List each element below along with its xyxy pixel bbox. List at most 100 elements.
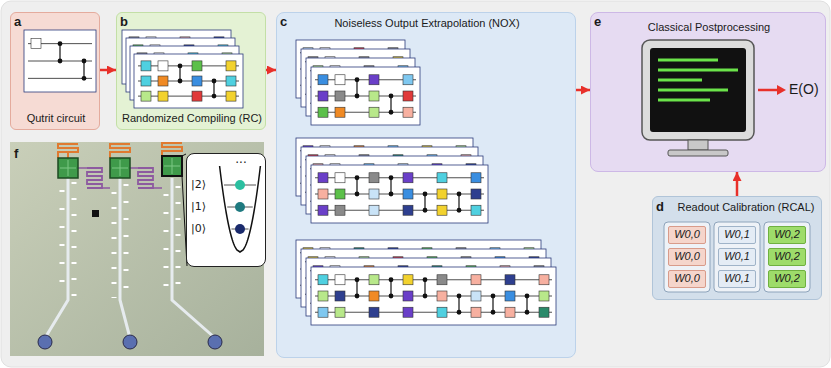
screen-line <box>658 79 702 82</box>
text-slot: W0,2 <box>769 271 805 287</box>
qutrit-wire <box>315 279 552 280</box>
gate <box>192 76 202 86</box>
gate <box>226 91 236 101</box>
gate <box>158 91 168 101</box>
stage-panel: Classical Postprocessing <box>590 12 826 172</box>
entangling-gate <box>424 194 425 210</box>
circuit-card <box>24 30 96 92</box>
entangling-gate <box>390 280 391 296</box>
circuit-card <box>311 165 488 223</box>
entangling-gate <box>458 296 459 312</box>
matrix-box: W0,2 <box>768 248 806 266</box>
gate <box>192 61 202 71</box>
text-slot: |2⟩ <box>191 178 221 191</box>
text-slot: Noiseless Output Extrapolation (NOX) <box>297 17 557 30</box>
control-dot <box>212 94 217 99</box>
matrix-label: W0,0 <box>674 228 700 241</box>
control-dot <box>389 294 394 299</box>
matrix-box: W0,0 <box>668 248 706 266</box>
control-dot <box>457 294 462 299</box>
control-dot <box>525 310 530 315</box>
control-dot <box>389 277 394 282</box>
gate <box>403 189 413 199</box>
text-slot: W0,1 <box>719 271 755 287</box>
gate <box>471 307 481 317</box>
control-dot <box>355 192 360 197</box>
control-dot <box>58 59 63 64</box>
control-dot <box>423 294 428 299</box>
gate <box>335 173 345 183</box>
text-slot: Classical Postprocessing <box>601 21 817 34</box>
control-dot <box>491 310 496 315</box>
control-dot <box>389 94 394 99</box>
monitor-base <box>668 150 728 156</box>
feed-line <box>45 178 68 338</box>
entangling-gate <box>424 280 425 296</box>
gate <box>318 107 328 117</box>
line-markers <box>164 194 169 298</box>
gate <box>369 291 379 301</box>
line-markers <box>60 190 65 298</box>
matrix-box: W0,2 <box>768 226 806 244</box>
qutrit-wire <box>315 79 416 80</box>
gate <box>369 91 379 101</box>
control-dot <box>178 63 183 68</box>
text-slot: W0,2 <box>769 227 805 243</box>
matrix-label: W0,1 <box>724 228 750 241</box>
matrix-column-frame <box>764 222 810 292</box>
gate <box>141 61 151 71</box>
entangling-gate <box>83 61 84 78</box>
flow-arrow <box>736 172 739 196</box>
text-slot: Randomized Compiling (RC) <box>121 112 263 125</box>
text-slot: W0,1 <box>719 249 755 265</box>
level-label: ... <box>235 152 246 166</box>
text-slot: W0,0 <box>669 271 705 287</box>
launch-pad <box>123 335 137 349</box>
gate <box>335 291 345 301</box>
matrix-box: W0,1 <box>718 226 756 244</box>
monitor-icon <box>642 40 754 156</box>
panel-illustration <box>276 12 576 358</box>
entangling-gate <box>492 296 493 312</box>
gate <box>335 75 345 85</box>
control-dot <box>525 294 530 299</box>
circuit-card <box>311 267 556 325</box>
qutrit-wire <box>315 312 552 313</box>
matrix-box: W0,1 <box>718 270 756 288</box>
text-slot: |0⟩ <box>191 222 221 235</box>
panel-title: Randomized Compiling (RC) <box>122 112 262 125</box>
text-slot: |1⟩ <box>191 200 221 213</box>
monitor-bezel <box>642 40 754 140</box>
input-panel: Qutrit circuit <box>10 12 100 130</box>
line-markers <box>176 186 181 298</box>
entangling-gate <box>458 194 459 210</box>
gate <box>437 307 447 317</box>
line-markers <box>72 182 77 298</box>
control-dot <box>355 294 360 299</box>
gate <box>335 107 345 117</box>
screen-line <box>658 59 718 62</box>
screen-line <box>658 89 728 92</box>
matrix-box: W0,0 <box>668 270 706 288</box>
matrix-label: W0,1 <box>724 250 750 263</box>
card-frame <box>311 165 488 223</box>
matrix-label: W0,0 <box>674 250 700 263</box>
feed-line <box>120 178 130 338</box>
entangling-gate <box>356 178 357 194</box>
matrix-column-frame <box>664 222 710 292</box>
control-dot <box>355 277 360 282</box>
control-dot <box>82 59 87 64</box>
control-dot <box>457 192 462 197</box>
gate <box>335 307 345 317</box>
gate <box>369 205 379 215</box>
readout-resonator <box>110 144 130 158</box>
monitor-neck <box>688 140 708 150</box>
matrix-label: W0,2 <box>774 228 800 241</box>
text-slot: Readout Calibration (RCAL) <box>673 201 819 214</box>
control-dot <box>58 41 63 46</box>
matrix-box: W0,0 <box>668 226 706 244</box>
screen-line <box>658 99 710 102</box>
matrix-box: W0,1 <box>718 248 756 266</box>
